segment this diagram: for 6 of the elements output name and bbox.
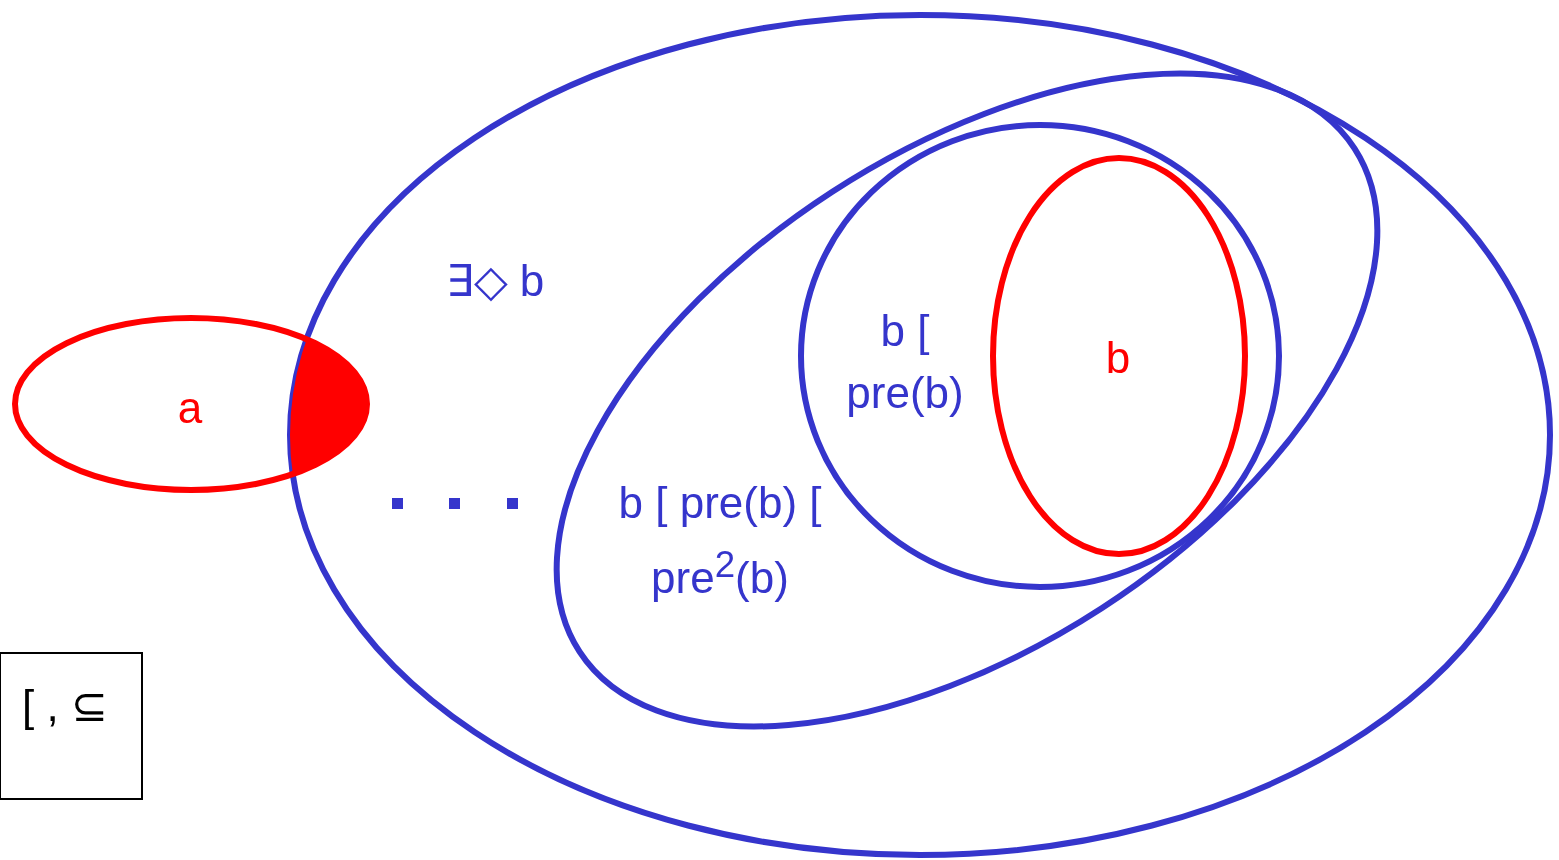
set-label: ∃◇ b <box>444 255 546 307</box>
set-label: b [ pre(b) [ pre$^{2}$(b) <box>617 477 823 604</box>
set-label: b <box>1104 332 1132 384</box>
set-label: b [ pre(b) <box>845 305 965 419</box>
legend-text: [ , ⊆ <box>21 680 109 732</box>
set-label: a <box>176 382 204 434</box>
